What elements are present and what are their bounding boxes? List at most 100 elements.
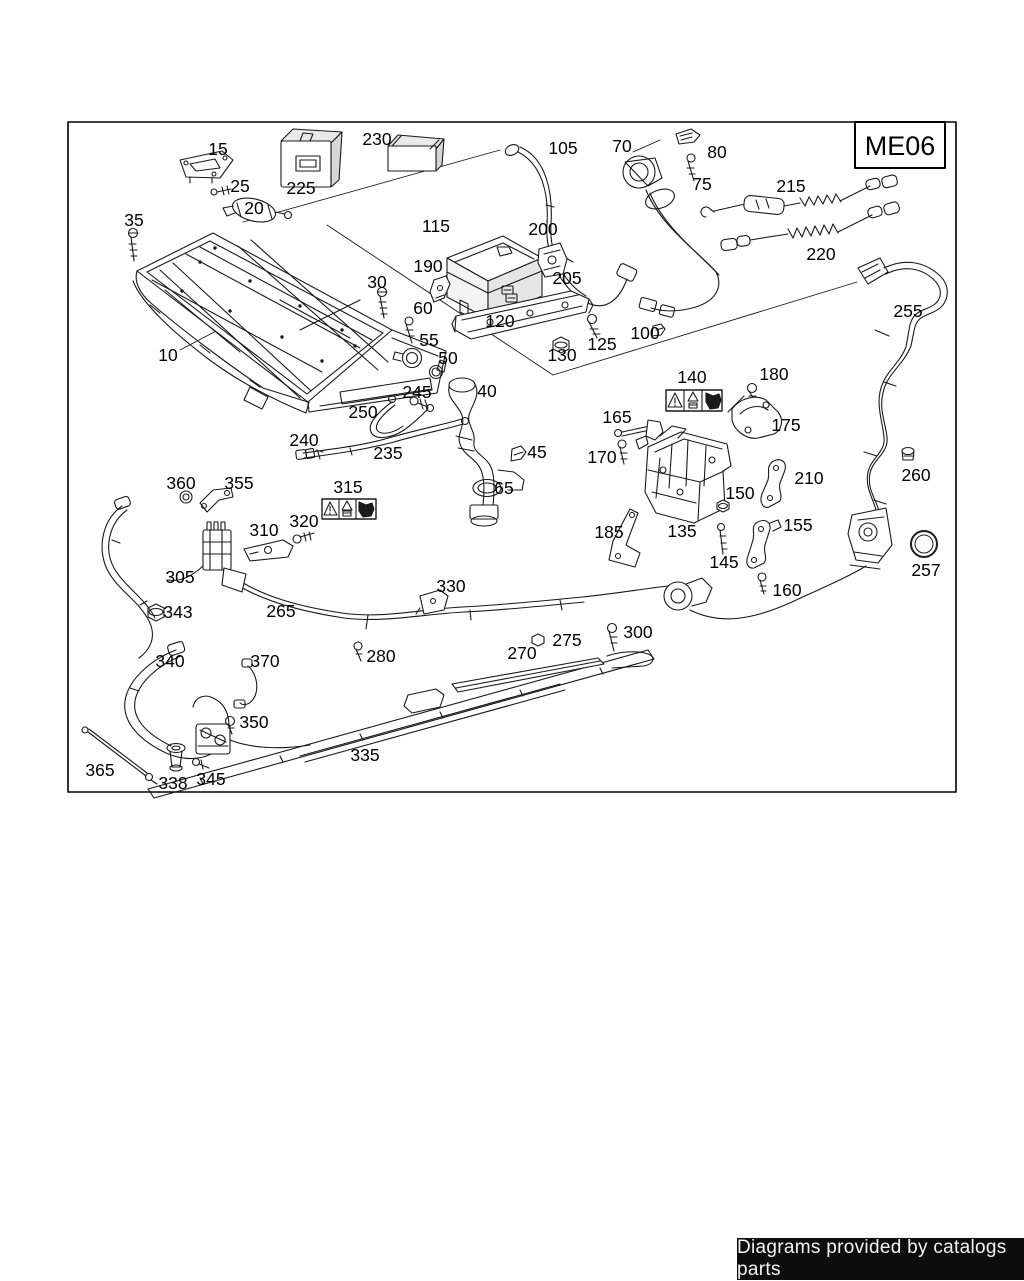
bracket-355 (199, 487, 234, 513)
part-label-355: 355 (224, 473, 253, 493)
part-label-335: 335 (350, 745, 379, 765)
diagram-code-box (854, 121, 946, 169)
high-voltage-warning-sticker-140 (665, 389, 723, 412)
plug-260 (901, 446, 915, 461)
part-label-300: 300 (623, 622, 652, 642)
part-label-350: 350 (239, 712, 268, 732)
part-label-343: 343 (163, 602, 192, 622)
part-label-10: 10 (158, 345, 178, 365)
hose-370 (233, 658, 258, 709)
screw-100 (651, 323, 666, 337)
part-label-250: 250 (348, 402, 377, 422)
screw-280 (353, 641, 363, 662)
clip-80 (675, 128, 701, 145)
rail-120 (451, 290, 594, 340)
part-label-330: 330 (436, 576, 465, 596)
part-label-105: 105 (548, 138, 577, 158)
plug-338 (166, 742, 186, 772)
bracket-310 (243, 539, 294, 562)
screw-350 (224, 715, 236, 735)
left-cable (101, 495, 156, 659)
fuse-box-305 (167, 521, 232, 582)
bracket-190 (429, 275, 451, 303)
mounting-plate-15 (179, 150, 234, 184)
part-label-135: 135 (667, 521, 696, 541)
o-ring-65 (472, 478, 502, 498)
bolt-125 (586, 313, 601, 339)
rod-165 (613, 419, 664, 441)
box-230 (387, 134, 445, 172)
attribution-bar: Diagrams provided by catalogs parts (737, 1237, 1024, 1280)
part-label-15: 15 (208, 139, 227, 159)
part-label-55: 55 (419, 330, 438, 350)
damper-20 (222, 197, 293, 223)
part-label-235: 235 (373, 443, 402, 463)
pipe-235 (295, 416, 470, 460)
part-label-100: 100 (630, 323, 659, 343)
bracket-175 (731, 396, 783, 439)
diagram-frame (67, 121, 957, 793)
part-label-65: 65 (494, 478, 513, 498)
part-label-165: 165 (602, 407, 631, 427)
part-label-160: 160 (772, 580, 801, 600)
part-label-50: 50 (438, 348, 458, 368)
part-label-45: 45 (527, 442, 546, 462)
part-label-270: 270 (507, 643, 536, 663)
part-label-245: 245 (402, 382, 431, 402)
part-label-115: 115 (422, 216, 450, 236)
pump-70 (622, 155, 720, 318)
part-label-120: 120 (485, 311, 514, 331)
part-label-60: 60 (413, 298, 433, 318)
part-label-145: 145 (709, 552, 738, 572)
vent-pipe-40 (448, 377, 525, 527)
part-label-260: 260 (901, 465, 930, 485)
part-label-170: 170 (587, 447, 616, 467)
bolt-30 (376, 286, 388, 319)
screw-170 (617, 439, 628, 465)
part-label-280: 280 (366, 646, 395, 666)
part-label-130: 130 (547, 345, 576, 365)
screw-160 (757, 572, 767, 595)
cable-220 (720, 201, 900, 252)
part-label-155: 155 (783, 515, 812, 535)
screw-75 (686, 153, 696, 182)
part-label-205: 205 (552, 268, 581, 288)
clip-205 (501, 285, 518, 303)
grommet-360 (179, 490, 193, 504)
nut-343 (147, 603, 165, 622)
coolant-pipes-255 (847, 257, 948, 570)
seal-ring-257 (910, 530, 938, 558)
part-label-240: 240 (289, 430, 318, 450)
part-label-75: 75 (692, 174, 711, 194)
part-label-150: 150 (725, 483, 754, 503)
part-label-200: 200 (528, 219, 557, 239)
rod-365 (81, 726, 158, 785)
plug-45 (510, 445, 527, 462)
part-label-365: 365 (85, 760, 114, 780)
clamp-55 (392, 347, 423, 369)
hose-250 (369, 394, 435, 438)
part-label-275: 275 (552, 630, 581, 650)
connector-200 (537, 242, 568, 278)
cable-215 (700, 174, 898, 218)
part-label-190: 190 (413, 256, 442, 276)
bracket-155 (746, 519, 782, 569)
part-label-25: 25 (230, 176, 249, 196)
battery-tray (132, 232, 447, 414)
part-label-20: 20 (244, 198, 264, 218)
harness-265 (221, 565, 867, 630)
part-label-370: 370 (250, 651, 279, 671)
power-electronics-135 (635, 425, 732, 524)
part-label-305: 305 (165, 567, 194, 587)
part-label-257: 257 (911, 560, 940, 580)
part-label-140: 140 (677, 367, 706, 387)
part-label-338: 338 (158, 773, 187, 793)
part-label-125: 125 (587, 334, 616, 354)
nut-150 (716, 499, 730, 513)
attribution-text: Diagrams provided by catalogs parts (737, 1237, 1007, 1280)
part-label-360: 360 (166, 473, 195, 493)
part-label-315: 315 (333, 477, 362, 497)
bracket-210 (760, 459, 786, 508)
